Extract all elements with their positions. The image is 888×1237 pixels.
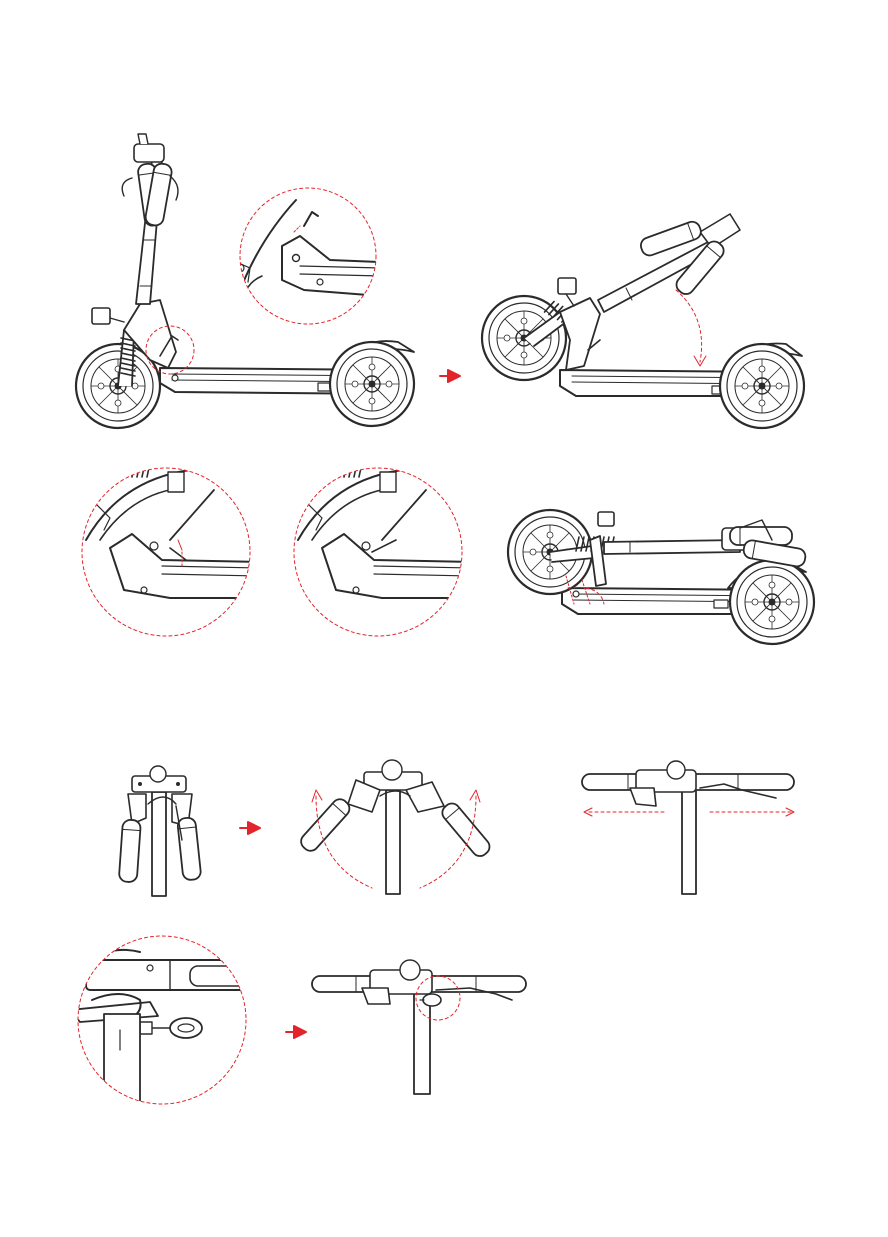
scooter-stem-folding-illustration [482, 214, 804, 428]
stem-latch-closed-detail [230, 188, 380, 324]
latch-lever-up-detail [82, 463, 260, 636]
handlebar-rotate-out-illustration [298, 760, 493, 894]
next-step-arrow [440, 370, 460, 382]
handlebar-lock-ring-detail [70, 936, 260, 1134]
fold-down-arrow [676, 290, 702, 362]
scooter-folded-illustration [508, 510, 814, 644]
latch-lever-down-detail [294, 463, 472, 636]
handlebar-locked-illustration [312, 960, 526, 1094]
next-step-arrow [286, 1026, 306, 1038]
unfold-handlebar-section [70, 760, 794, 1134]
handlebar-folded-illustration [119, 766, 202, 896]
next-step-arrow [240, 822, 260, 834]
handlebar-extended-illustration [582, 761, 794, 894]
fold-stem-section [76, 134, 814, 644]
